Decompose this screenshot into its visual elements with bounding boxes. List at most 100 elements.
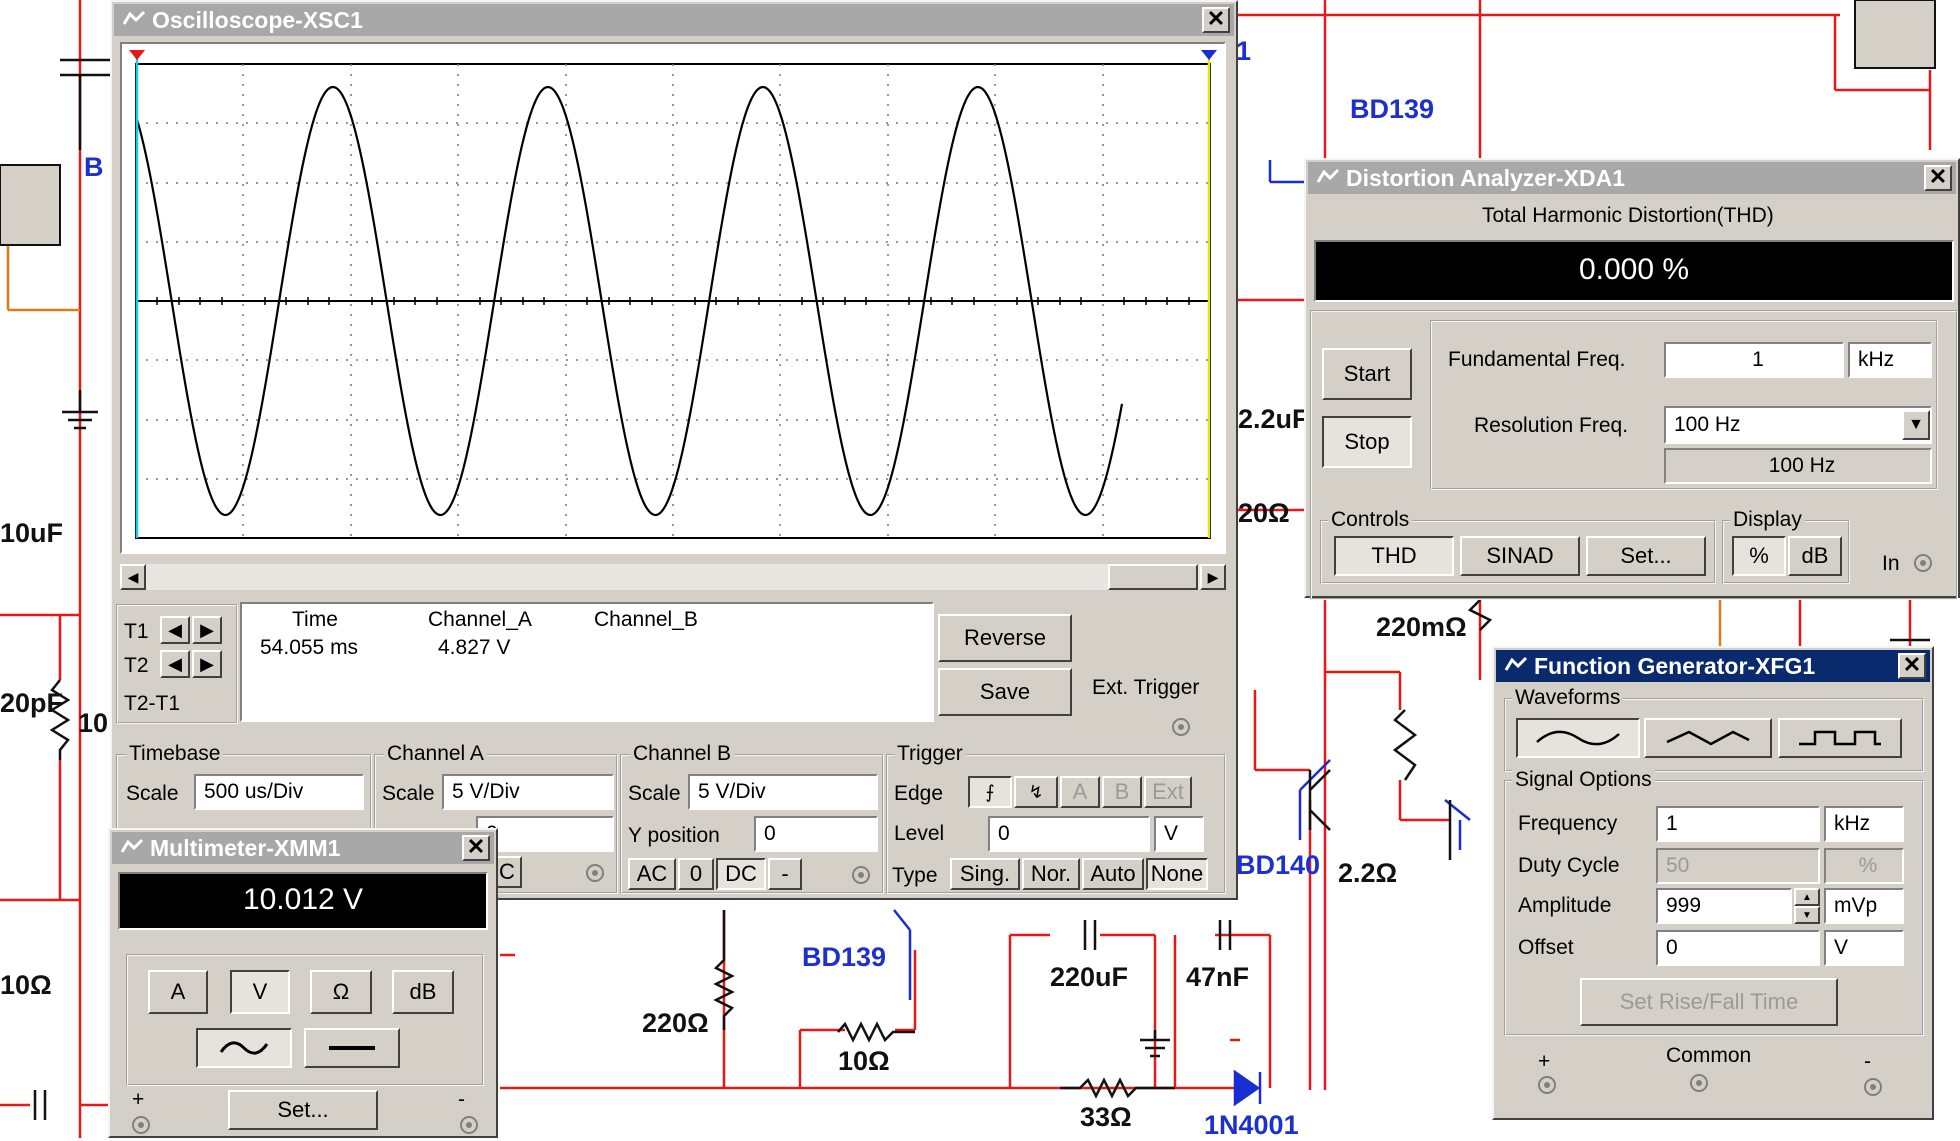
amplitude-spin-down-icon[interactable]: ▼ (1794, 906, 1820, 924)
timebase-scale-field[interactable]: 500 us/Div (194, 774, 364, 810)
in-terminal[interactable] (1914, 554, 1932, 572)
signal-options-group: Signal Options Frequency 1 kHz Duty Cycl… (1504, 768, 1924, 1036)
rising-edge-icon[interactable]: ⨍ (968, 776, 1012, 808)
stop-button[interactable]: Stop (1322, 416, 1412, 468)
timebase-title: Timebase (126, 742, 224, 766)
trigger-sing-button[interactable]: Sing. (950, 858, 1020, 890)
t1-right-arrow-icon[interactable]: ▶ (192, 616, 222, 644)
fg-plus-label: + (1538, 1050, 1551, 1073)
channel-b-scale-field[interactable]: 5 V/Div (688, 774, 878, 810)
trigger-nor-button[interactable]: Nor. (1022, 858, 1080, 890)
square-wave-icon[interactable] (1778, 718, 1902, 758)
trigger-b-button[interactable]: B (1102, 776, 1142, 808)
reverse-button[interactable]: Reverse (938, 614, 1072, 662)
controls-title: Controls (1328, 508, 1413, 532)
dc-line-icon[interactable] (304, 1028, 400, 1068)
multimeter-window[interactable]: Multimeter-XMM1 ✕ 10.012 V A V Ω dB + Se… (108, 828, 498, 1138)
save-button[interactable]: Save (938, 668, 1072, 716)
offset-field[interactable]: 0 (1656, 930, 1820, 966)
channel-b-zero-button[interactable]: 0 (678, 858, 714, 890)
ohm-button[interactable]: Ω (310, 970, 372, 1014)
instrument-icon (120, 838, 144, 853)
close-icon[interactable]: ✕ (1202, 7, 1230, 33)
db-button[interactable]: dB (392, 970, 454, 1014)
channel-b-minus-button[interactable]: - (768, 858, 802, 890)
trigger-level-field[interactable]: 0 (988, 816, 1150, 852)
distortion-main-group (1310, 310, 1958, 600)
channel-a-terminal[interactable] (586, 864, 604, 882)
display-group: Display % dB (1722, 508, 1850, 584)
channel-b-ac-button[interactable]: AC (628, 858, 676, 890)
common-terminal[interactable] (1690, 1074, 1708, 1092)
ext-trigger-label: Ext. Trigger (1092, 676, 1200, 699)
distortion-analyzer-window[interactable]: Distortion Analyzer-XDA1 ✕ Total Harmoni… (1304, 158, 1960, 600)
ac-wave-icon[interactable] (196, 1028, 292, 1068)
chevron-down-icon[interactable]: ▼ (1902, 410, 1930, 440)
channel-b-terminal[interactable] (852, 866, 870, 884)
sine-wave-icon[interactable] (1516, 718, 1640, 758)
multimeter-minus-terminal[interactable] (460, 1116, 478, 1134)
trigger-level-unit[interactable]: V (1154, 816, 1204, 852)
frequency-unit[interactable]: kHz (1824, 806, 1904, 842)
oscilloscope-titlebar[interactable]: Oscilloscope-XSC1 ✕ (114, 4, 1234, 36)
scroll-left-button[interactable]: ◀ (120, 564, 146, 590)
scope-scrollbar[interactable]: ◀ ▶ (120, 564, 1226, 590)
multimeter-plus-terminal[interactable] (132, 1116, 150, 1134)
label-bd140: BD140 (1236, 850, 1321, 880)
function-generator-titlebar[interactable]: Function Generator-XFG1 ✕ (1496, 650, 1930, 682)
t1-left-arrow-icon[interactable]: ◀ (160, 616, 190, 644)
scroll-right-button[interactable]: ▶ (1200, 564, 1226, 590)
ext-trigger-terminal[interactable] (1172, 718, 1190, 736)
close-icon[interactable]: ✕ (1924, 165, 1952, 191)
resolution-freq-select[interactable]: 100 Hz (1664, 406, 1932, 444)
multimeter-titlebar[interactable]: Multimeter-XMM1 ✕ (112, 832, 494, 864)
scope-waveform (129, 50, 1217, 539)
decibel-button[interactable]: dB (1788, 536, 1842, 576)
channel-b-group: Channel B Scale 5 V/Div Y position 0 AC … (620, 742, 884, 894)
oscilloscope-window[interactable]: Oscilloscope-XSC1 ✕ (110, 0, 1238, 900)
sinad-button[interactable]: SINAD (1460, 536, 1580, 576)
frequency-field[interactable]: 1 (1656, 806, 1820, 842)
label-bd139-bottom: BD139 (802, 942, 887, 972)
percent-button[interactable]: % (1732, 536, 1786, 576)
function-generator-window[interactable]: Function Generator-XFG1 ✕ Waveforms Sign… (1492, 646, 1934, 1120)
falling-edge-icon[interactable]: ↯ (1014, 776, 1058, 808)
trigger-ext-button[interactable]: Ext (1144, 776, 1192, 808)
set-rise-fall-button: Set Rise/Fall Time (1580, 978, 1838, 1026)
label-bd139-top: BD139 (1350, 94, 1435, 124)
amplitude-spin-up-icon[interactable]: ▲ (1794, 888, 1820, 906)
time-value: 54.055 ms (260, 636, 359, 659)
triangle-wave-icon[interactable] (1644, 718, 1772, 758)
trigger-level-label: Level (894, 822, 945, 845)
close-icon[interactable]: ✕ (1898, 653, 1926, 679)
trigger-a-button[interactable]: A (1060, 776, 1100, 808)
trigger-auto-button[interactable]: Auto (1082, 858, 1144, 890)
amp-button[interactable]: A (148, 970, 208, 1014)
channel-a-ypos-field[interactable]: 0 (476, 816, 614, 852)
trigger-none-button[interactable]: None (1146, 858, 1208, 890)
waveforms-title: Waveforms (1512, 686, 1624, 710)
fg-plus-terminal[interactable] (1538, 1076, 1556, 1094)
amplitude-field[interactable]: 999 (1656, 888, 1792, 924)
t2-right-arrow-icon[interactable]: ▶ (192, 650, 222, 678)
start-button[interactable]: Start (1322, 348, 1412, 400)
fg-minus-terminal[interactable] (1864, 1078, 1882, 1096)
t2-left-arrow-icon[interactable]: ◀ (160, 650, 190, 678)
fg-minus-label: - (1864, 1050, 1871, 1073)
close-icon[interactable]: ✕ (462, 835, 490, 861)
thd-title: Total Harmonic Distortion(THD) (1482, 204, 1774, 227)
channel-a-scale-field[interactable]: 5 V/Div (442, 774, 614, 810)
channel-b-ypos-field[interactable]: 0 (754, 816, 878, 852)
scroll-thumb[interactable] (1108, 564, 1198, 590)
channel-b-dc-button[interactable]: DC (716, 858, 766, 890)
volt-button[interactable]: V (230, 970, 290, 1014)
thd-button[interactable]: THD (1334, 536, 1454, 576)
multimeter-set-button[interactable]: Set... (228, 1090, 378, 1130)
scope-screen[interactable] (120, 42, 1226, 554)
distortion-titlebar[interactable]: Distortion Analyzer-XDA1 ✕ (1308, 162, 1956, 194)
offset-unit[interactable]: V (1824, 930, 1904, 966)
fundamental-freq-field[interactable]: 1 (1664, 342, 1844, 378)
amplitude-unit[interactable]: mVp (1824, 888, 1904, 924)
fundamental-freq-unit[interactable]: kHz (1848, 342, 1932, 378)
distortion-set-button[interactable]: Set... (1586, 536, 1706, 576)
